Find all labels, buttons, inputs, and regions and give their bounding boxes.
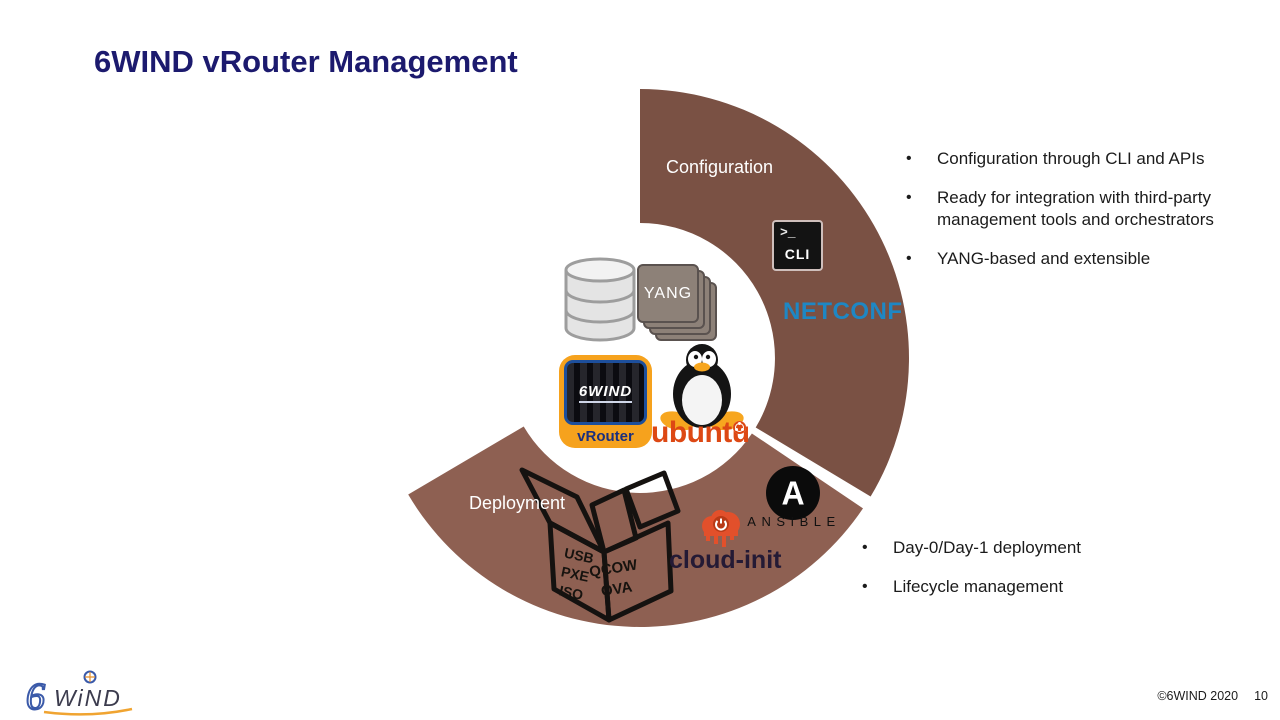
svg-text:6: 6 [26, 676, 45, 718]
vrouter-label: vRouter [577, 428, 634, 445]
ansible-label: ANSIBLE [747, 514, 841, 529]
ansible-initial: A [781, 473, 805, 512]
configuration-segment-label: Configuration [666, 157, 774, 177]
sixwind-logo: 6 WiND [25, 670, 133, 718]
deployment-bullet-list: Day-0/Day-1 deployment Lifecycle managem… [862, 537, 1230, 615]
cloud-init-label: cloud-init [669, 546, 782, 574]
cloud-init-icon [702, 510, 740, 547]
vrouter-app-icon: 6WIND vRouter [559, 355, 652, 448]
configuration-bullet-list: Configuration through CLI and APIs Ready… [906, 148, 1274, 287]
ubuntu-label: ubuntu [651, 416, 750, 449]
terminal-prompt-glyph: >_ [780, 225, 796, 240]
bullet-item: Configuration through CLI and APIs [906, 148, 1274, 170]
server-rack-image: 6WIND [564, 360, 647, 425]
bullet-item: Ready for integration with third-party m… [906, 187, 1274, 231]
bullet-item: Day-0/Day-1 deployment [862, 537, 1230, 559]
bullet-item: YANG-based and extensible [906, 248, 1274, 270]
bullet-item: Lifecycle management [862, 576, 1230, 598]
cli-terminal-icon: >_ CLI [772, 220, 823, 271]
ubuntu-circle-of-friends-icon [733, 421, 746, 434]
database-icon [564, 257, 636, 342]
slide-footer: ©6WIND 2020 10 [1157, 689, 1268, 703]
copyright-text: ©6WIND 2020 [1157, 689, 1239, 703]
ansible-logo-icon: A [766, 466, 820, 520]
yang-label: YANG [643, 284, 693, 302]
netconf-label: NETCONF [783, 298, 903, 325]
configuration-arc-segment [640, 89, 909, 497]
vrouter-brand-label: 6WIND [578, 383, 633, 403]
cli-label: CLI [784, 246, 811, 262]
yang-models-icon: YANG [637, 264, 717, 342]
deployment-box-icon [519, 467, 681, 623]
page-title: 6WIND vRouter Management [94, 44, 518, 79]
page-number: 10 [1254, 689, 1268, 703]
deployment-segment-label: Deployment [469, 493, 566, 513]
svg-text:WiND: WiND [54, 685, 122, 711]
